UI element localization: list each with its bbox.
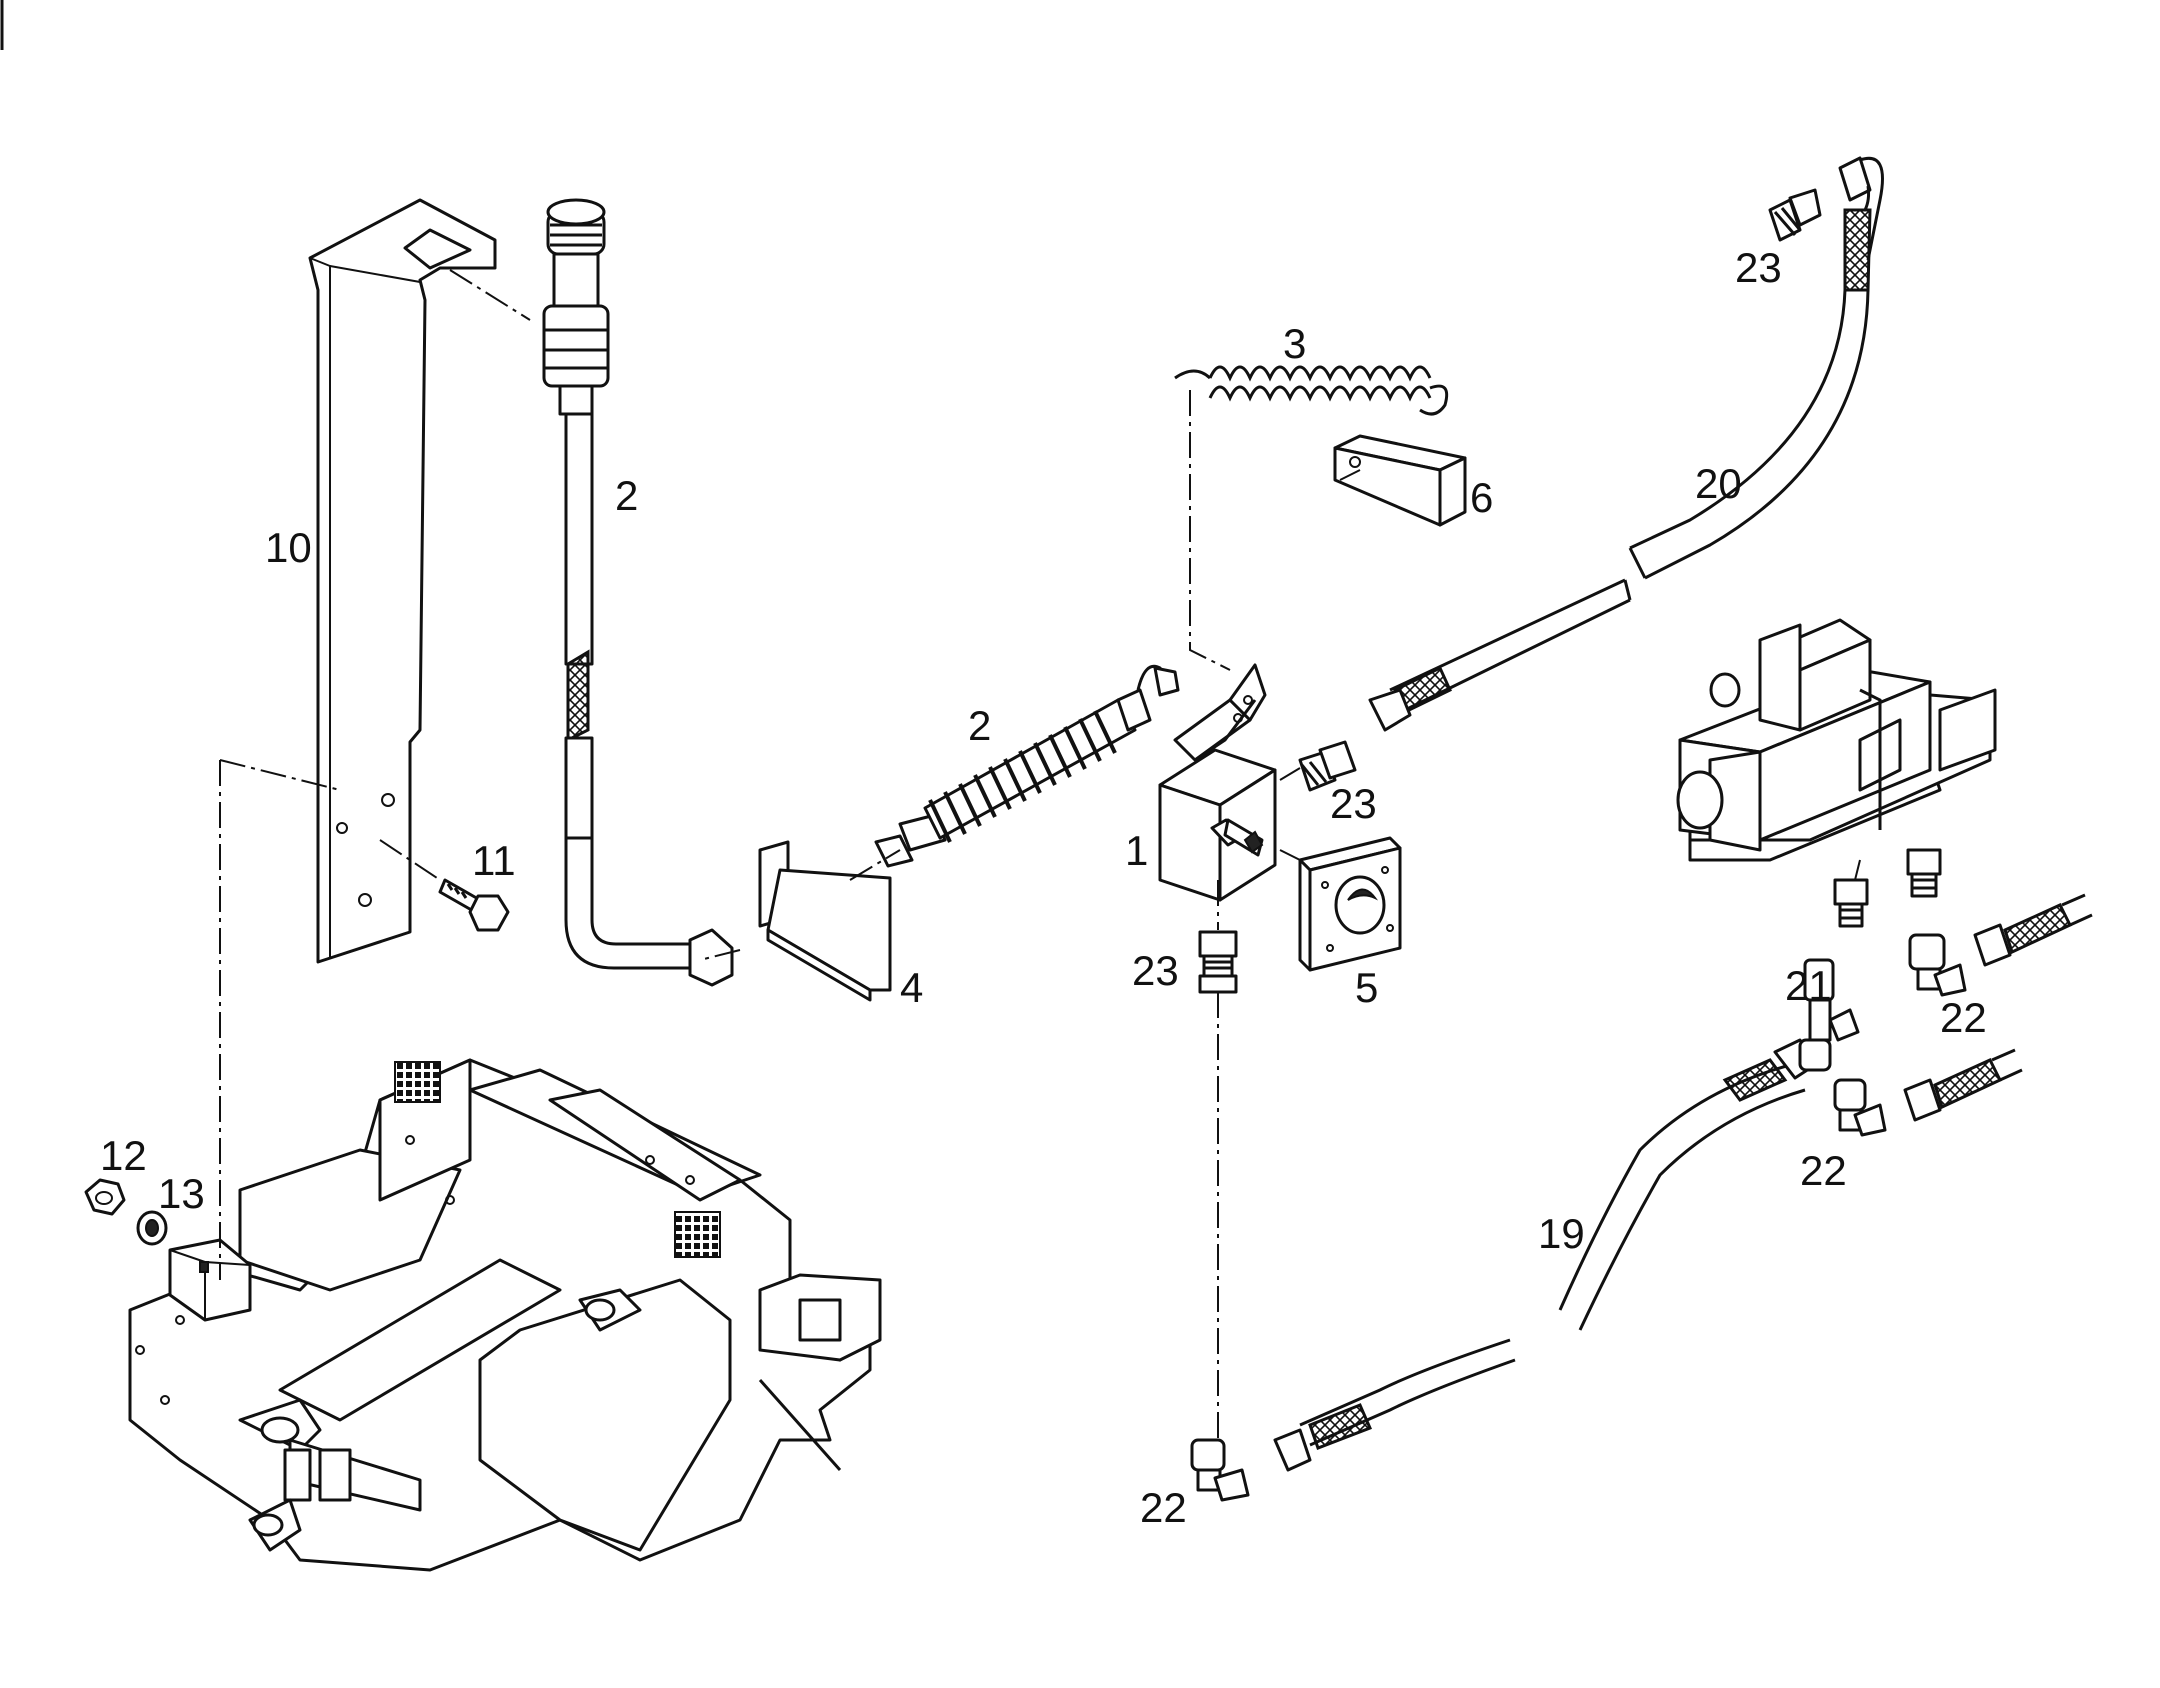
label-part-2-upper: 2 xyxy=(615,472,638,519)
fitting-part-22-b xyxy=(1833,1078,1887,1137)
alignment-lines xyxy=(219,269,1926,1440)
label-part-23-a: 23 xyxy=(1735,244,1782,291)
fitting-part-23-mid xyxy=(1298,740,1357,792)
label-part-2-lower: 2 xyxy=(968,702,991,749)
label-part-6: 6 xyxy=(1470,474,1493,521)
label-part-23-c: 23 xyxy=(1132,947,1179,994)
fitting-part-23-low xyxy=(1198,930,1238,994)
label-part-10: 10 xyxy=(265,524,312,571)
plate-part-5 xyxy=(1298,836,1402,972)
label-part-5: 5 xyxy=(1355,964,1378,1011)
fitting-part-21 xyxy=(1798,958,1860,1072)
housing-part-1 xyxy=(1158,663,1277,902)
label-part-20: 20 xyxy=(1695,460,1742,507)
hose-end-lower xyxy=(1903,1048,2023,1122)
label-part-1: 1 xyxy=(1125,827,1148,874)
spring-part-3 xyxy=(1174,365,1449,416)
block-part-4 xyxy=(758,840,892,1002)
label-part-11: 11 xyxy=(472,837,516,884)
cable-part-2-upper xyxy=(542,198,734,987)
label-part-22-b: 22 xyxy=(1800,1147,1847,1194)
valve-fitting-right xyxy=(1906,848,1942,898)
label-part-3: 3 xyxy=(1283,320,1306,367)
label-part-4: 4 xyxy=(900,964,923,1011)
block-part-6 xyxy=(1333,434,1467,527)
bolt-part-11 xyxy=(438,878,510,932)
valve-fitting-left xyxy=(1833,878,1869,928)
cable-part-2-lower xyxy=(874,664,1180,868)
label-part-21: 21 xyxy=(1785,962,1832,1009)
bracket-part-10 xyxy=(308,198,497,964)
label-part-22-c: 22 xyxy=(1140,1484,1187,1531)
label-part-19: 19 xyxy=(1538,1210,1585,1257)
label-part-12: 12 xyxy=(100,1132,147,1179)
label-part-22-a: 22 xyxy=(1940,994,1987,1041)
washer-part-13 xyxy=(136,1210,168,1246)
fitting-part-22-c xyxy=(1190,1438,1250,1502)
machine-frame xyxy=(128,1058,882,1572)
valve-assembly xyxy=(1676,618,1997,862)
hose-end-upper xyxy=(1973,893,2093,967)
fitting-part-23-top xyxy=(1768,188,1822,242)
hose-part-20 xyxy=(1368,156,1884,732)
label-part-23-b: 23 xyxy=(1330,780,1377,827)
label-part-13: 13 xyxy=(158,1170,205,1217)
fitting-part-22-a xyxy=(1908,933,1967,997)
nut-part-12 xyxy=(84,1178,126,1216)
